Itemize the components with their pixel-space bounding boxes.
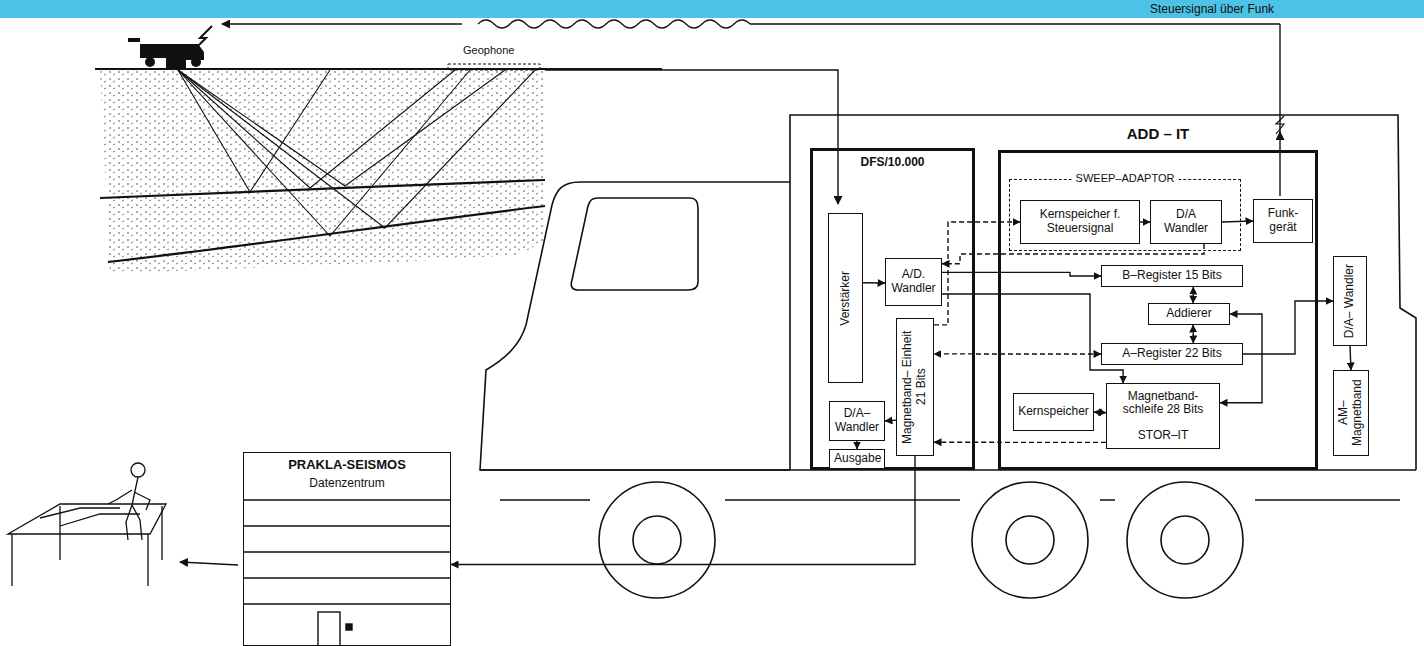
- box-label: A/D. Wandler: [890, 268, 937, 296]
- signal-connector: [1192, 287, 1194, 303]
- data-center-building: PRAKLA-SEISMOS Datenzentrum: [243, 452, 451, 646]
- register-box: B–Register 15 Bits: [1101, 265, 1243, 287]
- signal-connector: [1192, 325, 1194, 343]
- box-label: STOR–IT: [1138, 429, 1188, 443]
- memory-box: Kernspeicher f. Steuersignal: [1020, 200, 1140, 244]
- converter-box: D/A– Wandler: [829, 401, 885, 441]
- box-label: D/A Wandler: [1155, 208, 1217, 236]
- control-connector: [934, 442, 1106, 444]
- radio-box: Funk- gerät: [1253, 199, 1313, 243]
- output-box: Ausgabe: [829, 449, 885, 469]
- adder-box: Addierer: [1148, 303, 1230, 325]
- box-label: PRAKLA-SEISMOS: [288, 458, 406, 473]
- converter-box: D/A– Wandler: [1333, 256, 1367, 346]
- signal-connector: [1140, 221, 1150, 222]
- box-label: AM– Magnetband: [1337, 374, 1365, 452]
- geophones: [448, 64, 838, 204]
- box-label: B–Register 15 Bits: [1122, 269, 1221, 283]
- converter-box: D/A Wandler: [1150, 200, 1222, 244]
- person-at-table: [8, 463, 166, 586]
- system-box: DFS/10.000Verstärker A/D. WandlerMagnetba…: [810, 148, 975, 470]
- box-label: Datenzentrum: [309, 477, 384, 491]
- signal-label: Steuersignal über Funk: [1150, 2, 1274, 16]
- box-label: D/A– Wandler: [834, 407, 880, 435]
- earth-section: [95, 69, 662, 274]
- signal-connector: [856, 441, 857, 449]
- box-label: Verstärker: [839, 271, 853, 326]
- box-label: A–Register 22 Bits: [1122, 347, 1221, 361]
- box-label: Ausgabe: [834, 452, 880, 466]
- memory-box: Kernspeicher: [1013, 393, 1094, 431]
- box-label: Funk- gerät: [1258, 207, 1308, 235]
- control-connector: [934, 353, 1101, 355]
- truck-outline: [480, 115, 1416, 598]
- control-connector: [942, 244, 1204, 264]
- building-floors: [180, 500, 451, 646]
- geophone-label: Geophone: [463, 44, 514, 56]
- tape-unit-box: Magnetband– Einheit 21 Bits: [896, 318, 934, 456]
- converter-box: A/D. Wandler: [885, 258, 942, 306]
- control-connector: [934, 222, 1020, 325]
- signal-connector: [1243, 301, 1333, 354]
- box-label: Addierer: [1166, 307, 1211, 321]
- box-heading: DFS/10.000: [813, 156, 972, 170]
- signal-connector: [942, 272, 1101, 276]
- top-band: [0, 0, 1424, 18]
- signal-connector: [1222, 221, 1253, 222]
- box-heading: ADD – IT: [1001, 125, 1315, 142]
- adaptor-group: SWEEP–ADAPTORKernspeicher f. Steuersigna…: [1009, 179, 1241, 251]
- box-label: Kernspeicher: [1018, 405, 1089, 419]
- tape-loop-box: Magnetband- schleife 28 BitsSTOR–IT: [1106, 383, 1220, 449]
- signal-connector: [1094, 411, 1106, 413]
- signal-connector: [885, 419, 896, 421]
- signal-connector: [942, 294, 1123, 383]
- signal-connector: [451, 456, 915, 565]
- amplifier-box: Verstärker: [828, 213, 863, 383]
- signal-connector: [863, 282, 885, 284]
- signal-connector: [1350, 346, 1351, 370]
- box-label: Magnetband- schleife 28 Bits: [1111, 390, 1215, 418]
- tape-recorder-box: AM– Magnetband: [1333, 370, 1369, 456]
- system-box: ADD – ITSWEEP–ADAPTORKernspeicher f. Ste…: [998, 150, 1318, 470]
- vibrator-truck: [128, 38, 204, 68]
- box-label: Kernspeicher f. Steuersignal: [1025, 208, 1135, 236]
- box-label: Magnetband– Einheit 21 Bits: [901, 322, 929, 452]
- box-heading: SWEEP–ADAPTOR: [1072, 172, 1179, 185]
- box-label: D/A– Wandler: [1343, 264, 1357, 338]
- register-box: A–Register 22 Bits: [1101, 343, 1243, 365]
